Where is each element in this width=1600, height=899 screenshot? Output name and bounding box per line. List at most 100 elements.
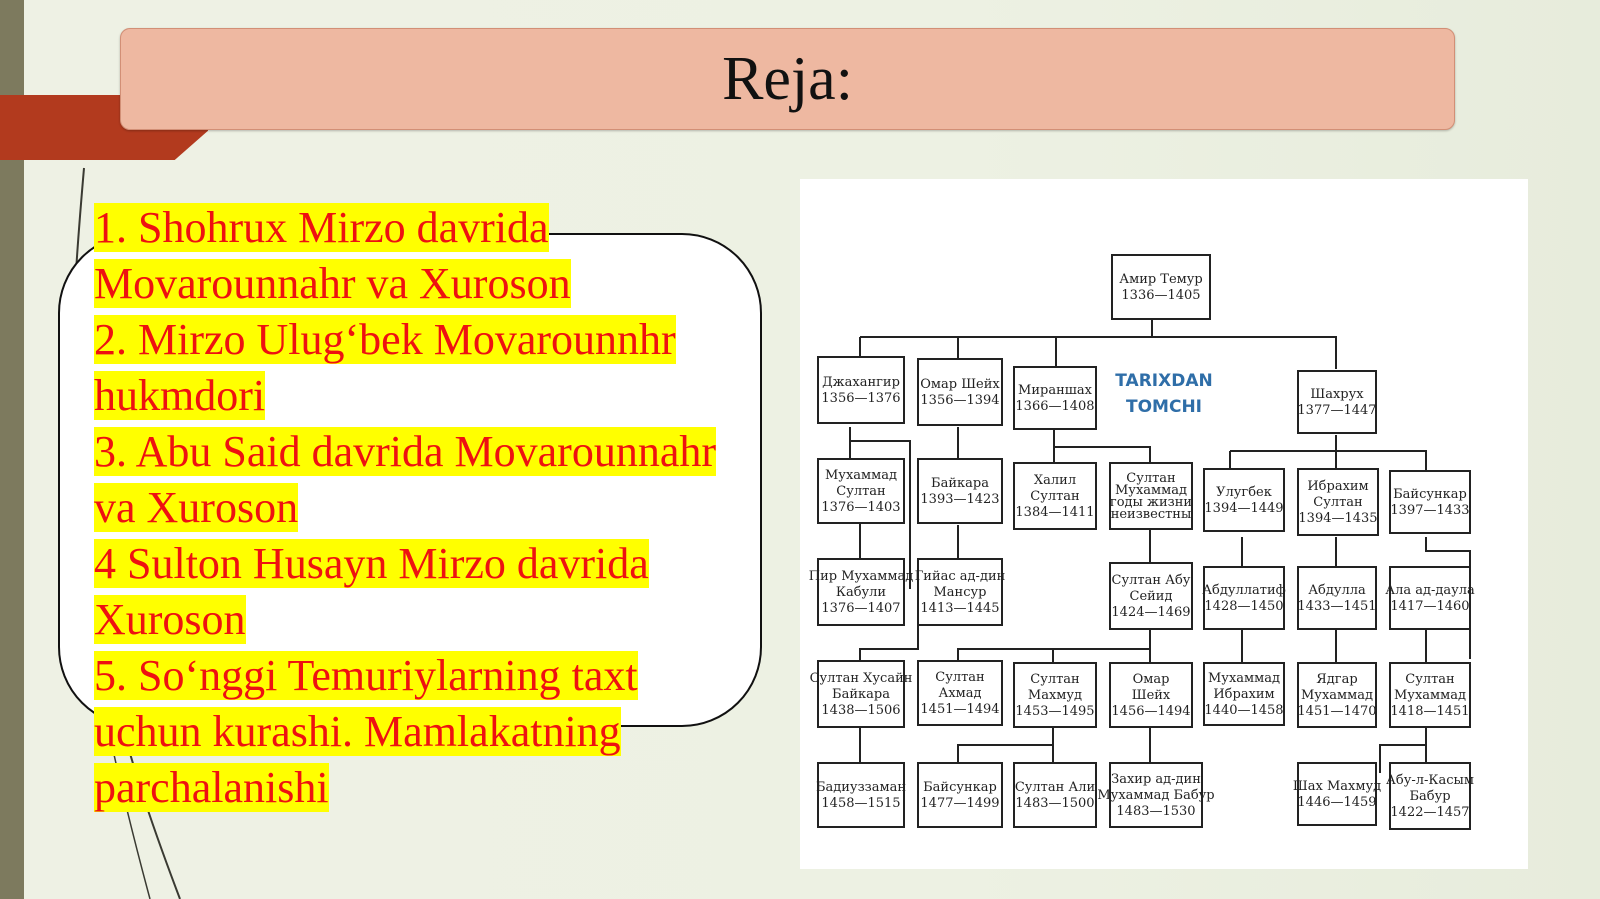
tree-node-label: Ядгар [1316, 672, 1357, 687]
tree-node-label: 1422—1457 [1390, 805, 1469, 820]
tree-node-label: Байсункар [923, 780, 997, 795]
tree-node-box [1297, 566, 1377, 630]
tree-node-box [1203, 468, 1285, 532]
tree-node-label: Мухаммад [1301, 688, 1373, 703]
tree-node-box [917, 558, 1003, 626]
tree-node-label: Султан [935, 670, 984, 685]
tree-node-box [1389, 762, 1471, 830]
tree-node-box [1203, 662, 1285, 726]
tree-node-label: 1438—1506 [821, 703, 900, 718]
tree-node-box [1297, 662, 1377, 728]
tree-node-box [817, 356, 905, 424]
tree-node-box [1109, 762, 1203, 828]
plan-item: 4 Sulton Husayn Mirzo davrida Xuroson [94, 539, 649, 644]
tree-node-label: 1418—1451 [1390, 704, 1469, 719]
genealogy-tree: Амир Темур1336—1405Джахангир1356—1376Ома… [809, 254, 1475, 830]
tree-node-box [817, 660, 905, 728]
tree-node-label: Мираншах [1018, 383, 1093, 398]
tree-node-label: Шахрух [1310, 387, 1364, 402]
tree-node-label: 1356—1376 [821, 391, 900, 406]
tree-node-box [917, 458, 1003, 524]
tree-node-label: 1376—1403 [821, 500, 900, 515]
tree-node-label: Захир ад-дин [1111, 772, 1201, 787]
tree-node-label: 1428—1450 [1204, 599, 1283, 614]
tree-node-label: Абу-л-Касым [1386, 773, 1474, 788]
tree-node-label: Шейх [1132, 688, 1171, 703]
plan-item: 1. Shohrux Mirzo davrida Movarounnahr va… [94, 203, 571, 308]
tree-node-label: Джахангир [822, 375, 900, 390]
tree-node-label: Байкара [931, 476, 989, 491]
tree-node-label: 1433—1451 [1297, 599, 1376, 614]
tree-node-box [1203, 566, 1285, 630]
tree-node-box [917, 762, 1003, 828]
tree-node-label: 1446—1459 [1297, 795, 1376, 810]
tree-node-label: Ала ад-даула [1385, 583, 1475, 598]
tree-node-label: Байсункар [1393, 487, 1467, 502]
tree-node-box [917, 358, 1003, 426]
tree-node-label: Султан [1030, 672, 1079, 687]
tree-node-label: 1458—1515 [821, 796, 900, 811]
tree-node-label: Султан [1126, 471, 1175, 486]
tree-node-box [1297, 468, 1379, 536]
tree-node-label: годы жизни [1110, 495, 1192, 510]
tree-node-label: Султан [1030, 489, 1079, 504]
tree-node-label: Мухаммад [1394, 688, 1466, 703]
tree-node-label: Байкара [832, 687, 890, 702]
tree-node-label: 1424—1469 [1111, 605, 1190, 620]
tree-connectors [849, 319, 1471, 773]
tree-node-label: Мухаммад [1115, 483, 1187, 498]
plan-item: 2. Mirzo Ulug‘bek Movarounnhr hukmdori [94, 315, 676, 420]
tree-node-label: Шах Махмуд [1293, 779, 1381, 794]
tree-node-label: Омар Шейх [920, 377, 1000, 392]
plan-item: 3. Abu Said davrida Movarounnahr va Xuro… [94, 427, 716, 532]
tree-node-label: 1377—1447 [1297, 403, 1376, 418]
tree-node-box [1389, 662, 1471, 728]
tree-node-label: Абдуллатиф [1202, 583, 1286, 598]
tree-node-label: 1356—1394 [920, 393, 999, 408]
tree-node-box [1013, 662, 1097, 728]
tree-node-box [1109, 462, 1193, 530]
tree-node-label: Бадиуззаман [816, 780, 906, 795]
tree-node-label: Улугбек [1216, 485, 1272, 500]
watermark-line-2: TOMCHI [1126, 397, 1202, 417]
title-banner: Reja: [120, 28, 1455, 130]
tree-node-box [817, 458, 905, 524]
watermark-line-1: TARIXDAN [1115, 371, 1212, 391]
tree-node-label: Мухаммад [825, 468, 897, 483]
tree-node-label: Султан Али [1015, 780, 1095, 795]
plan-list: 1. Shohrux Mirzo davrida Movarounnahr va… [94, 200, 734, 816]
tree-node-label: Халил [1034, 473, 1076, 488]
tree-node-box [1013, 762, 1097, 828]
tree-node-label: 1477—1499 [920, 796, 999, 811]
tree-node-box [1013, 462, 1097, 530]
tree-node-label: Бабур [1409, 789, 1450, 804]
tree-node-label: Султан Хусайн [810, 671, 913, 686]
tree-node-label: Пир Мухаммад [809, 569, 913, 584]
tree-node-label: 1394—1435 [1298, 511, 1377, 526]
tree-node-label: неизвестны [1111, 507, 1192, 522]
tree-node-box [1109, 662, 1193, 728]
